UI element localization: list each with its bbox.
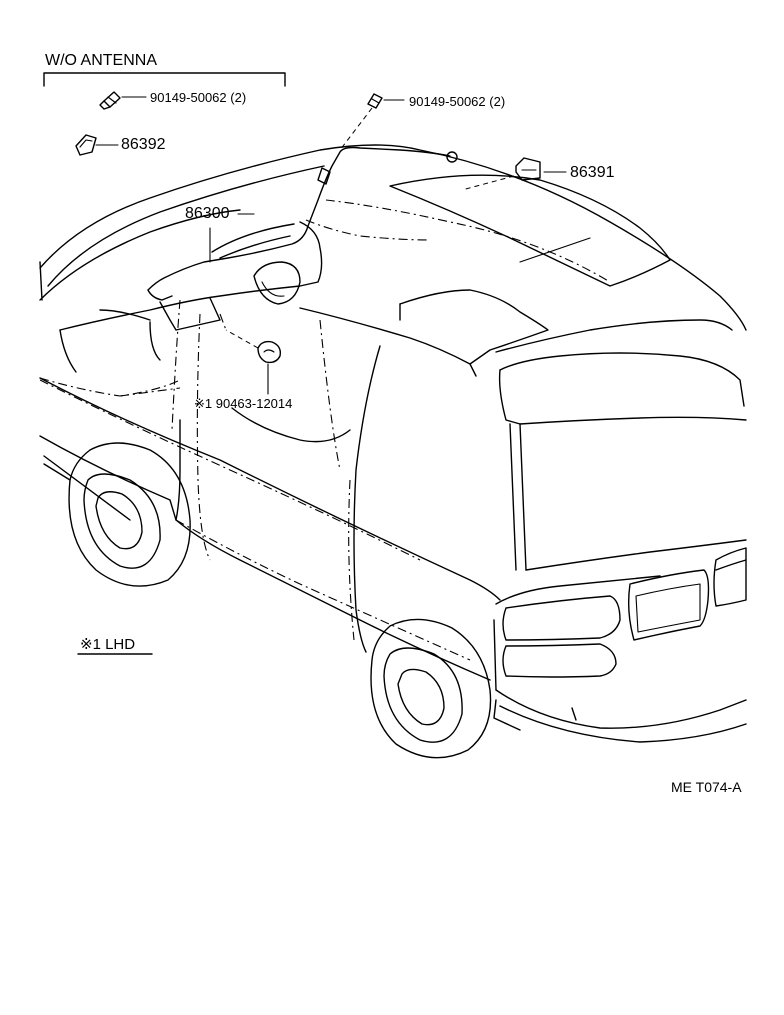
cap-right-icon	[515, 157, 541, 181]
part-qty: (2)	[230, 90, 247, 105]
leader-clamp-dashed	[225, 329, 259, 349]
clamp-icon	[257, 340, 282, 364]
part-qty: (2)	[489, 94, 506, 109]
diagram-code: ME T074-A	[671, 779, 742, 795]
cap-left-icon	[75, 134, 97, 156]
part-label-cap-right: 86391	[570, 164, 615, 181]
phantom-lines	[39, 199, 611, 661]
legend-note: ※1 LHD	[80, 636, 136, 653]
van-body	[39, 144, 747, 743]
antenna-cord	[147, 146, 458, 301]
bolt-left-icon	[99, 91, 121, 110]
leader-bolt-right-dashed	[339, 107, 373, 151]
part-label-cord: 86300	[185, 205, 230, 222]
part-number: 90149-50062	[150, 90, 227, 105]
part-number: 90149-50062	[409, 94, 486, 109]
part-label-bolt-left: 90149-50062 (2)	[150, 91, 246, 104]
part-label-bolt-right: 90149-50062 (2)	[409, 95, 505, 108]
section-title: W/O ANTENNA	[45, 52, 158, 69]
leader-cap-right-dashed	[461, 175, 515, 191]
part-label-clamp: ※1 90463-12014	[194, 396, 293, 411]
rear-wheel	[370, 618, 492, 759]
front-wheel	[43, 442, 191, 587]
bolt-right-icon	[367, 93, 383, 109]
part-label-cap-left: 86392	[121, 136, 166, 153]
section-bracket	[43, 72, 286, 87]
